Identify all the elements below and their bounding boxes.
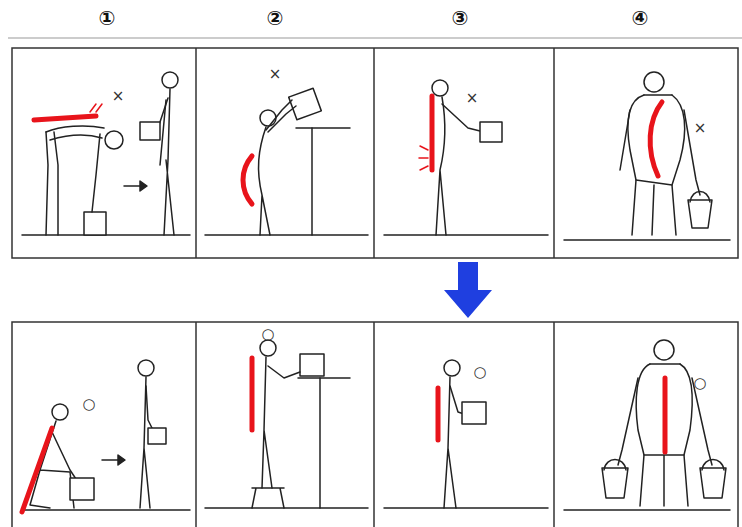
right-mark: ○ bbox=[693, 376, 706, 391]
column-number: ① bbox=[99, 8, 116, 28]
column-number: ② bbox=[267, 8, 284, 28]
wrong-mark: × bbox=[466, 91, 479, 106]
wrong-mark: × bbox=[269, 67, 282, 82]
right-mark: ○ bbox=[261, 327, 274, 342]
wrong-mark: × bbox=[694, 121, 707, 136]
right-mark: ○ bbox=[473, 365, 486, 380]
column-number: ④ bbox=[632, 8, 649, 28]
column-number: ③ bbox=[452, 8, 469, 28]
right-mark: ○ bbox=[82, 397, 95, 412]
wrong-mark: × bbox=[112, 89, 125, 104]
